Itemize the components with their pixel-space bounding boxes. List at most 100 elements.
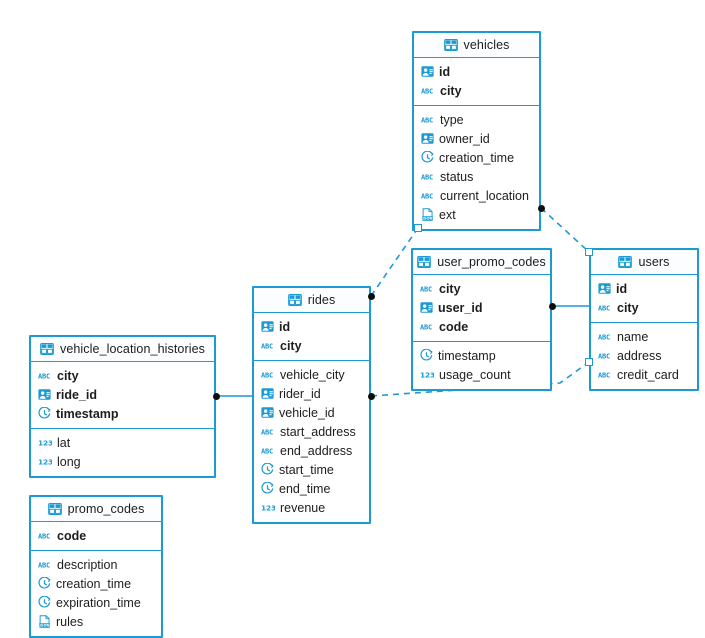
column-row[interactable]: ABC address (591, 346, 697, 365)
column-name: id (279, 319, 291, 334)
column-row[interactable]: ABC description (31, 555, 161, 574)
number-icon: 123 (261, 502, 275, 513)
svg-text:ABC: ABC (261, 447, 273, 455)
column-row[interactable]: end_time (254, 479, 369, 498)
entity-title: promo_codes (67, 502, 145, 516)
column-row[interactable]: expiration_time (31, 593, 161, 612)
column-name: expiration_time (56, 595, 141, 610)
abc-icon: ABC (421, 171, 435, 182)
svg-text:123: 123 (38, 438, 52, 447)
relationship-dot-marker (537, 204, 545, 212)
column-name: credit_card (617, 367, 679, 382)
key-id-icon (421, 65, 434, 78)
column-name: city (439, 281, 461, 296)
column-row[interactable]: timestamp (31, 404, 214, 423)
entity-header[interactable]: vehicle_location_histories (31, 337, 214, 362)
column-name: description (57, 557, 118, 572)
column-row[interactable]: user_id (413, 298, 550, 317)
column-row[interactable]: 123 lat (31, 433, 214, 452)
clock-icon (421, 151, 434, 164)
column-row[interactable]: id (254, 317, 369, 336)
entity-header[interactable]: user_promo_codes (413, 250, 550, 275)
svg-text:JSON: JSON (422, 217, 433, 221)
column-row[interactable]: start_time (254, 460, 369, 479)
svg-text:ABC: ABC (420, 323, 432, 331)
column-name: revenue (280, 500, 326, 515)
entity-header[interactable]: promo_codes (31, 497, 161, 522)
clock-icon (261, 463, 274, 476)
column-row[interactable]: rider_id (254, 384, 369, 403)
svg-text:JSON: JSON (39, 624, 50, 628)
column-name: ext (439, 207, 456, 222)
relationship-square-marker (414, 224, 422, 232)
column-name: address (617, 348, 662, 363)
column-row[interactable]: 123 revenue (254, 498, 369, 517)
column-row[interactable]: owner_id (414, 129, 539, 148)
entity-title: users (638, 255, 670, 269)
column-row[interactable]: id (591, 279, 697, 298)
column-row[interactable]: ride_id (31, 385, 214, 404)
column-row[interactable]: creation_time (414, 148, 539, 167)
column-name: lat (57, 435, 71, 450)
column-row[interactable]: timestamp (413, 346, 550, 365)
abc-icon: ABC (420, 321, 434, 332)
key-id-icon (598, 282, 611, 295)
number-icon: 123 (38, 437, 52, 448)
abc-icon: ABC (38, 559, 52, 570)
entity-header[interactable]: users (591, 250, 697, 275)
entity-header[interactable]: rides (254, 288, 369, 313)
column-name: vehicle_id (279, 405, 335, 420)
column-name: current_location (440, 188, 529, 203)
column-row[interactable]: ABC city (413, 279, 550, 298)
relationship-dot-marker (367, 292, 375, 300)
relationship-square-marker (585, 248, 593, 256)
number-icon: 123 (420, 369, 434, 380)
column-name: creation_time (439, 150, 515, 165)
entity-header[interactable]: vehicles (414, 33, 539, 58)
column-row[interactable]: id (414, 62, 539, 81)
column-row[interactable]: JSON ext (414, 205, 539, 224)
column-row[interactable]: creation_time (31, 574, 161, 593)
abc-icon: ABC (598, 350, 612, 361)
svg-text:ABC: ABC (421, 173, 433, 181)
column-row[interactable]: ABC end_address (254, 441, 369, 460)
abc-icon: ABC (421, 114, 435, 125)
key-id-icon (38, 388, 51, 401)
column-name: end_address (280, 443, 353, 458)
abc-icon: ABC (421, 85, 435, 96)
abc-icon: ABC (261, 426, 275, 437)
svg-text:ABC: ABC (420, 285, 432, 293)
svg-text:ABC: ABC (261, 371, 273, 379)
svg-text:ABC: ABC (598, 304, 610, 312)
json-icon: JSON (38, 615, 51, 628)
svg-text:ABC: ABC (261, 342, 273, 350)
column-name: city (57, 368, 79, 383)
column-row[interactable]: vehicle_id (254, 403, 369, 422)
